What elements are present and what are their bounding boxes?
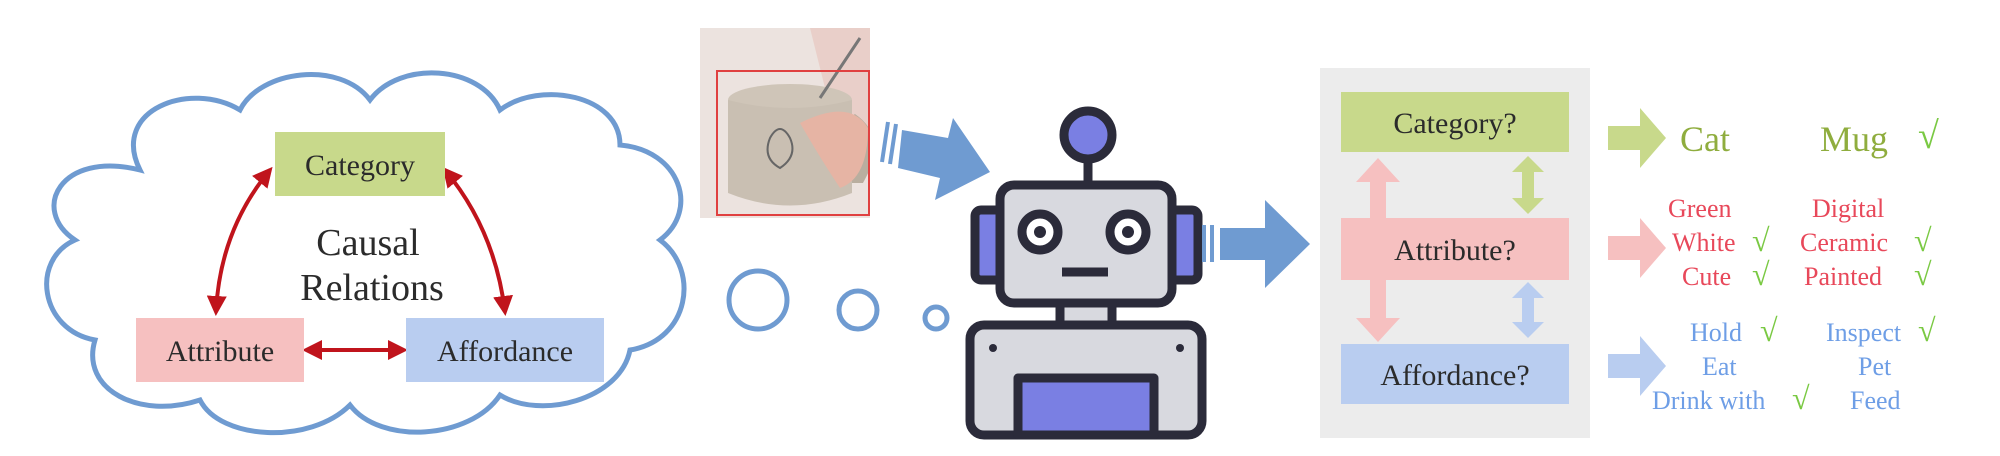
check-mark-icon: √ — [1918, 115, 1939, 157]
category-attribute-arrow — [206, 166, 273, 316]
check-mark-icon: √ — [1918, 312, 1936, 348]
arrow-right-icon — [880, 118, 990, 200]
check-mark-icon: √ — [1792, 380, 1810, 416]
question-affordance-label: Affordance? — [1380, 359, 1529, 392]
answer-eat: Eat — [1702, 352, 1737, 381]
node-category-label: Category — [305, 149, 415, 182]
mug-illustration — [700, 28, 870, 218]
category-answer-arrow — [1608, 108, 1666, 168]
answer-green: Green — [1668, 194, 1732, 223]
question-attribute-box — [1341, 218, 1569, 280]
panel-category-attribute-arrow — [1512, 156, 1544, 214]
node-category-box — [275, 132, 445, 196]
answer-feed: Feed — [1850, 386, 1901, 415]
node-affordance-label: Affordance — [437, 335, 573, 368]
check-mark-icon: √ — [1914, 256, 1932, 292]
answer-white: White — [1672, 228, 1736, 257]
answer-cute: Cute — [1682, 262, 1732, 291]
question-category-box — [1341, 92, 1569, 152]
check-mark-icon: √ — [1914, 222, 1932, 258]
answer-digital: Digital — [1812, 194, 1885, 223]
check-mark-icon: √ — [1752, 256, 1770, 292]
bounding-box — [716, 70, 870, 216]
affordance-answer-arrow — [1608, 336, 1666, 396]
thought-bubble-large — [726, 268, 790, 332]
answer-drink-with: Drink with — [1652, 386, 1766, 415]
arrow-right-icon — [1202, 200, 1310, 288]
question-category-label: Category? — [1393, 107, 1516, 140]
answer-painted: Painted — [1804, 262, 1882, 291]
node-attribute-box — [136, 318, 304, 382]
thought-bubble-small — [922, 304, 950, 332]
attribute-answer-arrow — [1608, 218, 1666, 278]
robot-icon — [965, 106, 1207, 440]
relation-arrows — [206, 166, 513, 360]
node-attribute-label: Attribute — [166, 335, 274, 368]
answer-pet: Pet — [1858, 352, 1892, 381]
node-affordance-box — [406, 318, 604, 382]
answer-cat: Cat — [1680, 119, 1730, 159]
answer-ceramic: Ceramic — [1800, 228, 1889, 257]
check-mark-icon: √ — [1760, 312, 1778, 348]
category-affordance-arrow — [442, 166, 513, 316]
panel-attribute-affordance-arrow — [1512, 282, 1544, 338]
answer-inspect: Inspect — [1826, 318, 1902, 347]
answer-hold: Hold — [1690, 318, 1742, 347]
causal-title-line2: Relations — [300, 267, 444, 309]
mug-photo — [700, 28, 870, 218]
check-mark-icon: √ — [1752, 222, 1770, 258]
question-affordance-box — [1341, 344, 1569, 404]
answer-mug: Mug — [1820, 119, 1889, 159]
causal-title-line1: Causal — [316, 222, 419, 264]
question-attribute-label: Attribute? — [1394, 234, 1516, 267]
thought-bubble-medium — [836, 288, 880, 332]
